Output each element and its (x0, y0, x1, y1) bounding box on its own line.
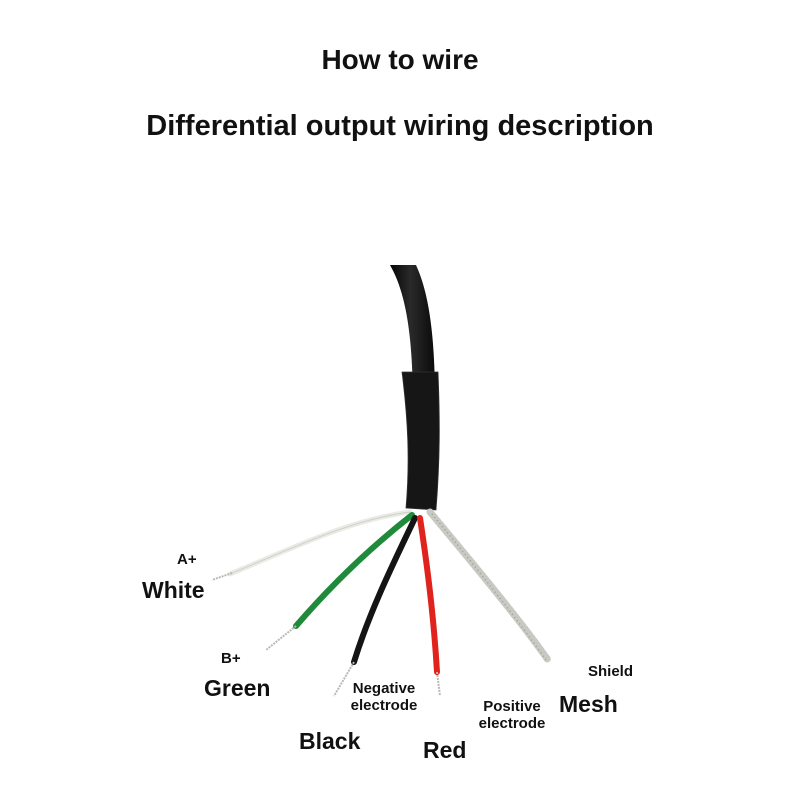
green-color-label: Green (204, 675, 271, 701)
red-wire-strand (436, 671, 441, 697)
white-wire (227, 509, 413, 577)
white-code-label: A+ (177, 551, 197, 568)
white-color-label: White (142, 577, 205, 603)
mesh-color-label: Mesh (559, 691, 618, 717)
red-wire (417, 515, 440, 675)
green-wire-strand (265, 625, 297, 651)
positive-line2: electrode (478, 715, 546, 732)
green-code-label: B+ (221, 650, 241, 667)
white-wire-strand (211, 572, 233, 581)
negative-line2: electrode (350, 697, 418, 714)
black-color-label: Black (299, 728, 361, 754)
page-subtitle: Differential output wiring description (146, 110, 654, 142)
black-wire-strand (333, 661, 355, 697)
black-wire (351, 515, 418, 665)
shield-code-label: Shield (588, 663, 634, 680)
mesh-shield (426, 508, 552, 664)
positive-line1: Positive (483, 698, 541, 715)
red-color-label: Red (423, 737, 467, 763)
white-wire-highlight (229, 511, 411, 575)
negative-electrode-label: Negative electrode (344, 681, 424, 713)
heat-shrink-sleeve (401, 371, 440, 511)
positive-electrode-label: Positive electrode (474, 699, 550, 731)
negative-line1: Negative (352, 680, 416, 697)
page-title: How to wire (321, 44, 479, 75)
green-wire (293, 512, 415, 629)
